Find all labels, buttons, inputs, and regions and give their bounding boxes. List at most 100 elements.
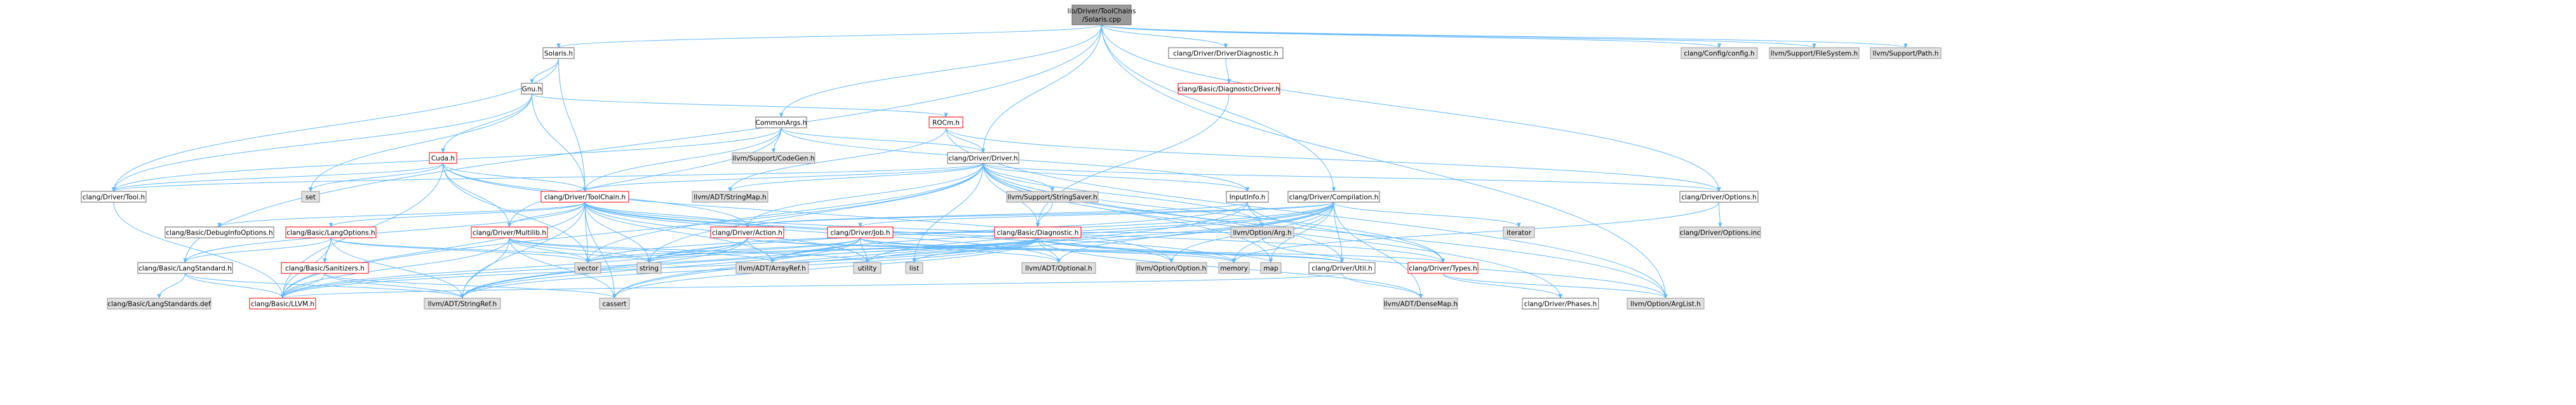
node-box: [692, 191, 768, 203]
node-driverdiag[interactable]: clang/Driver/DriverDiagnostic.h: [1168, 47, 1284, 59]
node-box: [137, 262, 233, 274]
edge-driverdiag-to-basicdiagdriver: [1225, 58, 1229, 83]
edge-cuda-to-vector: [443, 163, 588, 263]
node-llvmh[interactable]: clang/Basic/LLVM.h: [249, 298, 316, 310]
edge-driver-to-inputinfo: [983, 163, 1247, 191]
node-phases[interactable]: clang/Driver/Phases.h: [1522, 298, 1599, 310]
node-multilib[interactable]: clang/Driver/Multilib.h: [471, 226, 548, 238]
node-label: llvm/ADT/DenseMap.h: [1384, 301, 1458, 308]
node-langoptions[interactable]: clang/Basic/LangOptions.h: [285, 226, 377, 238]
node-solaris[interactable]: Solaris.h: [542, 47, 575, 59]
edge-action-to-llvmh: [283, 237, 748, 298]
node-label: llvm/Support/StringSaver.h: [1007, 194, 1097, 202]
node-label: ROCm.h: [932, 120, 960, 127]
node-box: [1218, 262, 1250, 274]
node-action[interactable]: clang/Driver/Action.h: [710, 226, 784, 238]
node-label: clang/Driver/Driver.h: [948, 155, 1017, 163]
node-commonargs[interactable]: CommonArgs.h: [755, 116, 807, 128]
edge-root-to-path: [1101, 24, 1906, 48]
node-label: llvm/Support/FileSystem.h: [1771, 50, 1858, 58]
node-basicdiag[interactable]: clang/Basic/Diagnostic.h: [994, 226, 1082, 238]
node-stringmap: llvm/ADT/StringMap.h: [692, 191, 768, 203]
node-label: /Solaris.cpp: [1082, 16, 1121, 24]
edge-toolchain-to-langoptions: [331, 202, 586, 227]
node-box: [1168, 47, 1284, 59]
edge-gnu-to-toolchain: [532, 93, 586, 191]
edge-basicdiag-to-map: [1037, 237, 1271, 263]
node-box: [521, 83, 543, 95]
node-label: clang/Driver/Options.inc: [1680, 230, 1761, 237]
node-inputinfo[interactable]: InputInfo.h: [1226, 191, 1269, 203]
node-box: [542, 47, 575, 59]
node-label: llvm/Option/ArgList.h: [1630, 301, 1701, 308]
edge-compilation-to-action: [748, 202, 1334, 227]
node-map: map: [1260, 262, 1282, 274]
edge-multilib-to-utility: [509, 237, 868, 263]
node-box: [732, 152, 815, 164]
node-box: [710, 226, 784, 238]
edge-commonargs-to-multilib: [509, 127, 782, 227]
edge-gnu-to-tool: [114, 93, 532, 191]
node-root[interactable]: lib/Driver/ToolChains/Solaris.cpp: [1068, 4, 1136, 25]
node-label: clang/Driver/Options.h: [1681, 194, 1756, 202]
node-box: [1383, 298, 1458, 310]
node-box: [1071, 4, 1132, 25]
node-box: [905, 262, 923, 274]
node-tool[interactable]: clang/Driver/Tool.h: [81, 191, 147, 203]
edge-util-to-densemap: [1341, 273, 1421, 298]
edge-rocm-to-options: [946, 127, 1719, 191]
node-optional: llvm/ADT/Optional.h: [1021, 262, 1096, 274]
edge-langoptions-to-langstandard: [185, 237, 332, 263]
edge-root-to-filesystem: [1101, 24, 1815, 48]
node-basicdiagdriver[interactable]: clang/Basic/DiagnosticDriver.h: [1177, 83, 1280, 95]
node-cuda[interactable]: Cuda.h: [429, 152, 457, 164]
edge-root-to-commonargs: [781, 24, 1102, 117]
node-label: set: [305, 194, 316, 202]
edge-driver-to-stringmap: [730, 163, 984, 191]
edge-compilation-to-map: [1271, 202, 1334, 263]
node-job[interactable]: clang/Driver/Job.h: [827, 226, 894, 238]
node-filesystem: llvm/Support/FileSystem.h: [1769, 47, 1860, 59]
edge-root-to-options: [1101, 24, 1719, 191]
edge-basicdiag-to-cassert: [615, 237, 1038, 298]
node-sanitizers[interactable]: clang/Basic/Sanitizers.h: [281, 262, 369, 274]
node-label: iterator: [1506, 230, 1532, 237]
edge-driver-to-stringsaver: [983, 163, 1052, 191]
node-options[interactable]: clang/Driver/Options.h: [1679, 191, 1759, 203]
node-box: [429, 152, 457, 164]
node-label: clang/Driver/Tool.h: [83, 194, 145, 202]
edge-driver-to-options: [983, 163, 1719, 191]
node-util[interactable]: clang/Driver/Util.h: [1308, 262, 1376, 274]
node-label: vector: [577, 265, 599, 273]
node-box: [1260, 262, 1282, 274]
edge-langstandard-to-llvmh: [185, 273, 283, 298]
node-debuginfo[interactable]: clang/Basic/DebugInfoOptions.h: [164, 226, 274, 238]
edge-toolchain-to-llvmh: [283, 202, 586, 298]
node-arrayref: llvm/ADT/ArrayRef.h: [735, 262, 809, 274]
edge-toolchain-to-string: [584, 202, 649, 263]
edge-driver-to-types: [983, 163, 1443, 263]
node-compilation[interactable]: clang/Driver/Compilation.h: [1287, 191, 1380, 203]
node-driver[interactable]: clang/Driver/Driver.h: [947, 152, 1019, 164]
node-label: memory: [1220, 265, 1248, 273]
node-box: [164, 226, 274, 238]
edge-cuda-to-set: [311, 163, 443, 191]
node-list: list: [905, 262, 923, 274]
node-label: clang/Driver/Util.h: [1311, 265, 1372, 273]
node-langstandard[interactable]: clang/Basic/LangStandard.h: [137, 262, 233, 274]
node-utility: utility: [853, 262, 882, 274]
node-box: [1006, 191, 1099, 203]
node-rocm[interactable]: ROCm.h: [929, 116, 963, 128]
node-types[interactable]: clang/Driver/Types.h: [1407, 262, 1479, 274]
node-box: [1136, 262, 1207, 274]
node-box: [827, 226, 894, 238]
edge-langstandard-to-stringref: [185, 273, 463, 298]
edge-multilib-to-vector: [509, 237, 588, 263]
edge-driver-to-vector: [588, 163, 984, 263]
edge-toolchain-to-langstandard: [185, 202, 586, 263]
node-box: [1308, 262, 1376, 274]
node-toolchain[interactable]: clang/Driver/ToolChain.h: [540, 191, 629, 203]
node-label: clang/Basic/Sanitizers.h: [285, 265, 365, 273]
node-label: clang/Driver/Action.h: [712, 230, 782, 237]
node-gnu[interactable]: Gnu.h: [521, 83, 543, 95]
